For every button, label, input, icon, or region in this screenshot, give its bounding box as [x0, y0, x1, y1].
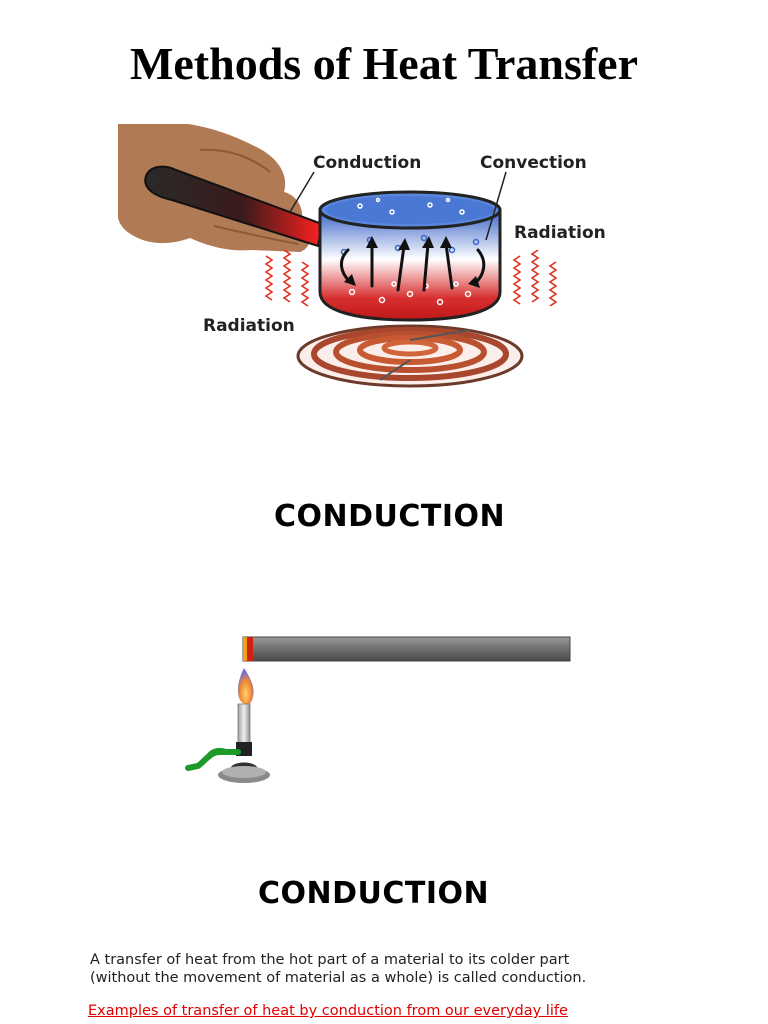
label-conduction: Conduction — [313, 153, 421, 173]
examples-link[interactable]: Examples of transfer of heat by conducti… — [88, 1003, 568, 1019]
hotplate-coil — [296, 324, 524, 388]
cooking-pot — [318, 190, 502, 322]
definition-line-2: (without the movement of material as a w… — [90, 970, 587, 986]
heat-transfer-illustration: Conduction Convection Radiation Radiatio… — [118, 124, 606, 783]
conduction-rod-illustration — [242, 636, 571, 662]
section-heading-conduction: CONDUCTION — [274, 499, 506, 534]
radiation-waves — [264, 249, 558, 307]
bunsen-burner — [185, 668, 270, 783]
label-convection: Convection — [480, 153, 587, 173]
conduction-definition: A transfer of heat from the hot part of … — [90, 951, 730, 987]
page-title: Methods of Heat Transfer — [129, 38, 639, 89]
definition-line-1: A transfer of heat from the hot part of … — [90, 952, 570, 968]
label-radiation-right: Radiation — [514, 223, 606, 243]
section-heading-conduction-2: CONDUCTION — [258, 876, 490, 911]
label-radiation-left: Radiation — [203, 316, 295, 336]
